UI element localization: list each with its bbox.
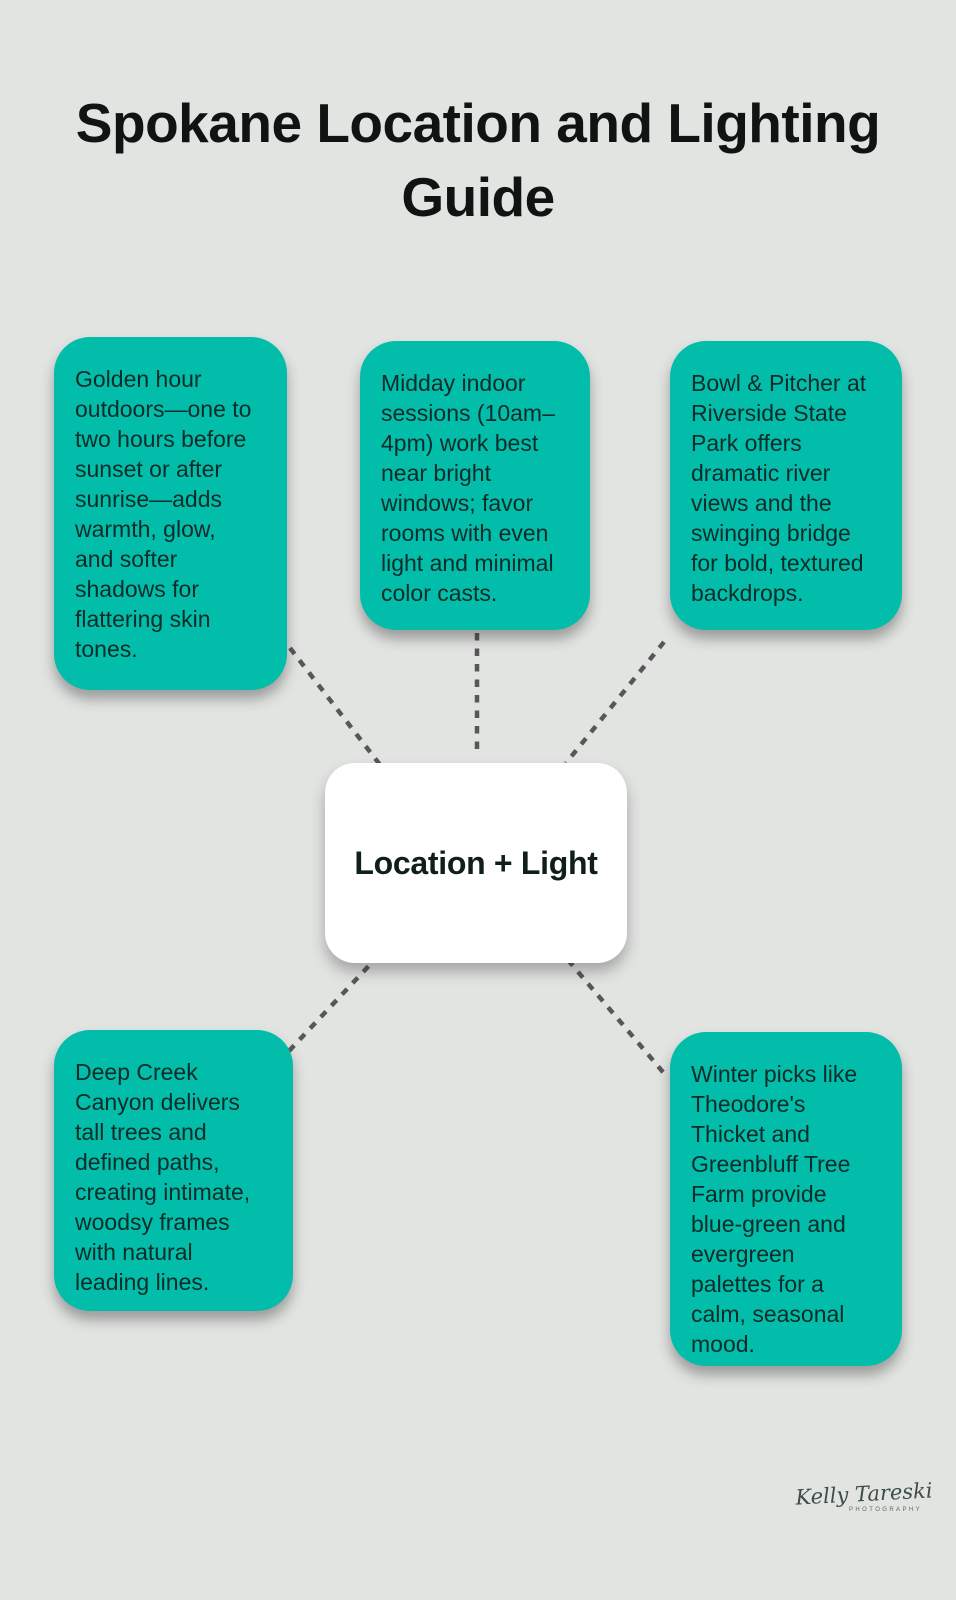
signature: Kelly Tareski PHOTOGRAPHY — [788, 1478, 940, 1513]
connector-bowl-pitcher — [564, 640, 666, 765]
node-deep-creek: Deep Creek Canyon delivers tall trees an… — [54, 1030, 293, 1311]
connector-winter-picks — [566, 958, 670, 1080]
node-winter-picks: Winter picks like Theodore's Thicket and… — [670, 1032, 902, 1366]
node-golden-hour: Golden hour outdoors—one to two hours be… — [54, 337, 287, 690]
connector-golden-hour — [288, 646, 386, 772]
center-node-label: Location + Light — [354, 844, 598, 881]
page-title: Spokane Location and Lighting Guide — [75, 92, 881, 228]
center-node: Location + Light — [325, 763, 627, 963]
signature-photography-label: PHOTOGRAPHY — [849, 1507, 922, 1513]
signature-name: Kelly Tareski — [794, 1478, 934, 1510]
node-midday-indoor: Midday indoor sessions (10am– 4pm) work … — [360, 341, 590, 630]
node-bowl-pitcher: Bowl & Pitcher at Riverside State Park o… — [670, 341, 902, 630]
connector-deep-creek — [286, 953, 381, 1054]
